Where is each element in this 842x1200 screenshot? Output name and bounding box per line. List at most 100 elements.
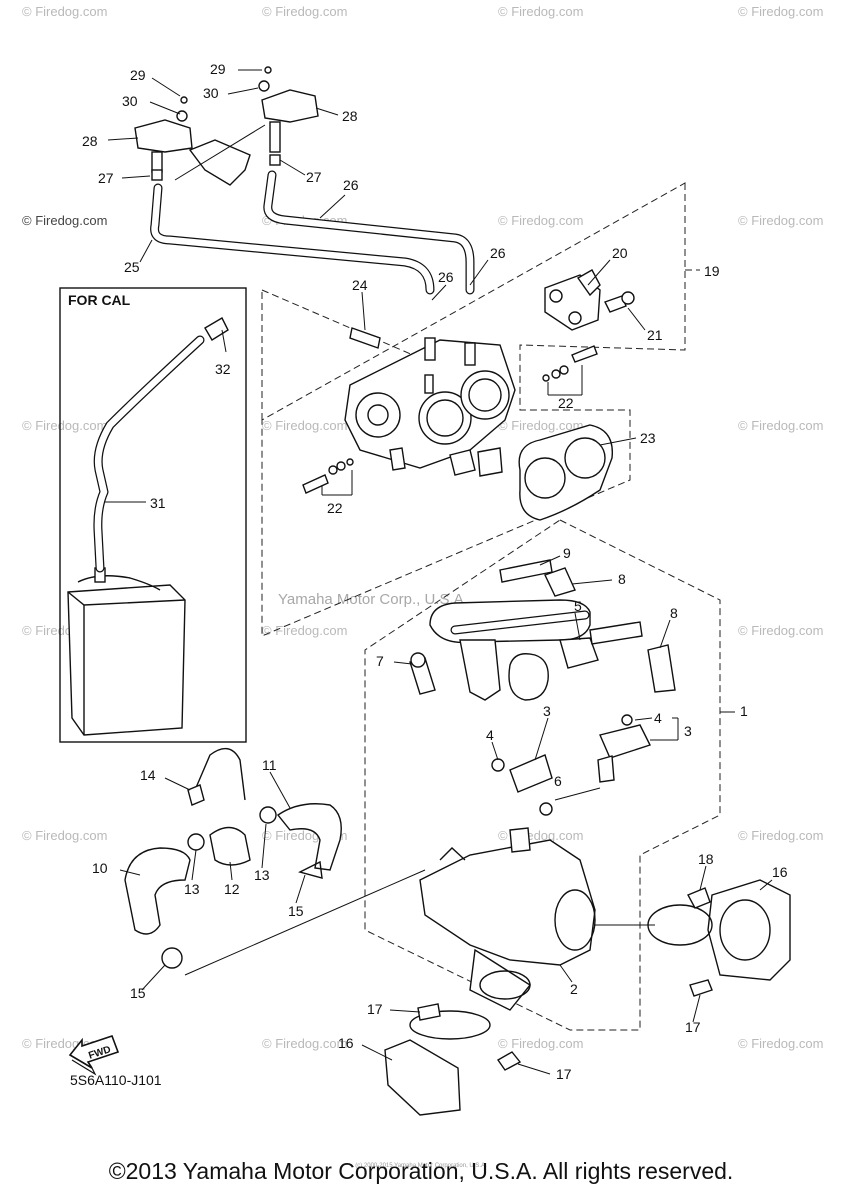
callout-27-right: 27	[306, 169, 322, 185]
intake-joint-group	[124, 747, 791, 1116]
hose-fitting	[204, 317, 229, 341]
outline-assembly-19	[261, 182, 686, 637]
joint-16-bottom	[384, 1039, 461, 1116]
for-cal-panel: FOR CAL	[59, 287, 247, 743]
callout-2: 2	[570, 981, 578, 997]
callout-16-bottom: 16	[338, 1035, 354, 1051]
callout-1: 1	[740, 703, 748, 719]
callout-24: 24	[352, 277, 368, 293]
clip-15-upper	[298, 860, 323, 879]
top-sensor-group	[134, 66, 475, 295]
callout-15-lower: 15	[130, 985, 146, 1001]
callout-29-right: 29	[210, 61, 226, 77]
watermark-text: © Firedog.com	[22, 213, 107, 228]
strap-14	[194, 747, 246, 801]
callout-28-right: 28	[342, 108, 358, 124]
diagram-code: 5S6A110-J101	[70, 1072, 162, 1088]
callout-30-right: 30	[203, 85, 219, 101]
watermark-text: © Firedog.com	[498, 418, 583, 433]
watermark-text: © Firedog.com	[262, 623, 347, 638]
callout-20: 20	[612, 245, 628, 261]
center-watermark: Yamaha Motor Corp., U.S.A.	[278, 591, 468, 608]
callout-18: 18	[698, 851, 714, 867]
callout-30-left: 30	[122, 93, 138, 109]
callout-27-left: 27	[98, 170, 114, 186]
intake-joint	[419, 839, 596, 966]
watermark-text: © Firedog.com	[22, 828, 107, 843]
callout-6: 6	[554, 773, 562, 789]
clamp-13-right	[259, 806, 277, 824]
callout-9: 9	[563, 545, 571, 561]
watermark-text: © Firedog.com	[498, 4, 583, 19]
clip-15-lower	[161, 947, 183, 969]
watermark-text: © Firedog.com	[738, 418, 823, 433]
callout-8-right: 8	[670, 605, 678, 621]
watermark-text: © Firedog.com	[738, 828, 823, 843]
joint-16-right	[707, 879, 791, 981]
throttle-body	[302, 269, 635, 521]
watermark-text: © Firedog.com	[738, 623, 823, 638]
callout-22-right: 22	[558, 395, 574, 411]
callout-11: 11	[262, 757, 277, 773]
fitting-12	[209, 826, 251, 866]
callout-4-right: 4	[654, 710, 662, 726]
clip-8-upper	[544, 567, 576, 597]
callout-32: 32	[215, 361, 231, 377]
callout-19: 19	[704, 263, 720, 279]
canister	[67, 584, 186, 736]
callout-17-right: 17	[685, 1019, 701, 1035]
watermark-text: © Firedog.com	[262, 418, 347, 433]
watermark-text: © Firedog.com	[738, 213, 823, 228]
screw-17-right	[689, 979, 713, 997]
map-sensor-left	[134, 119, 193, 153]
callout-14: 14	[140, 767, 156, 783]
watermark-text: © Firedog.com	[498, 1036, 583, 1051]
hose-10	[124, 847, 191, 935]
callout-22-left: 22	[327, 500, 343, 516]
leader-lines	[107, 69, 773, 1075]
fwd-arrow-icon	[68, 1034, 120, 1069]
watermark-text: © Firedog.com	[738, 1036, 823, 1051]
callout-3-right: 3	[684, 723, 692, 739]
watermark-text: © Firedog.com	[738, 4, 823, 19]
callout-13-left: 13	[184, 881, 200, 897]
fine-print: (c) 2000-2015 Yamaha Motor Corporation, …	[355, 1163, 487, 1169]
panel-frame	[59, 287, 247, 743]
callout-8-upper: 8	[618, 571, 626, 587]
gasket-23	[518, 424, 614, 521]
hose-25	[150, 183, 435, 295]
fuel-pipe-5	[589, 621, 643, 645]
bolt-24	[349, 327, 381, 349]
clip-8-right	[647, 644, 676, 693]
callout-28-left: 28	[82, 133, 98, 149]
watermark-text: © Firedog.com	[262, 1036, 347, 1051]
callout-17-bottom: 17	[556, 1066, 572, 1082]
callout-numbers: 29 30 28 27 25 26 29 30 28 27 26 26 24 2…	[82, 61, 788, 1082]
watermark-text: © Firedog.com	[262, 4, 347, 19]
elbow-11	[276, 803, 342, 871]
rail-bracket	[459, 639, 501, 701]
callout-7: 7	[376, 653, 384, 669]
screw-21	[604, 295, 627, 313]
callout-21: 21	[647, 327, 663, 343]
map-sensor-right	[261, 89, 319, 123]
sensor-bracket	[188, 139, 251, 186]
copyright-notice: ©2013 Yamaha Motor Corporation, U.S.A. A…	[108, 1158, 734, 1184]
clamp-13-left	[187, 833, 205, 851]
clamp-17-bottom	[409, 1010, 491, 1040]
oring-6	[539, 802, 553, 816]
callout-10: 10	[92, 860, 108, 876]
injector-right	[599, 724, 651, 759]
pressure-regulator	[508, 653, 549, 701]
callout-3-left: 3	[543, 703, 551, 719]
callout-16-right: 16	[772, 864, 788, 880]
watermark-text: © Firedog.com	[22, 4, 107, 19]
callout-26-middle: 26	[438, 269, 454, 285]
callout-5: 5	[574, 598, 582, 614]
fuel-rail-assembly	[409, 559, 676, 816]
callout-13-right: 13	[254, 867, 270, 883]
clamp-18	[647, 904, 713, 946]
watermark-text: © Firedog.com	[498, 213, 583, 228]
watermark-text: © Firedog.com	[22, 418, 107, 433]
